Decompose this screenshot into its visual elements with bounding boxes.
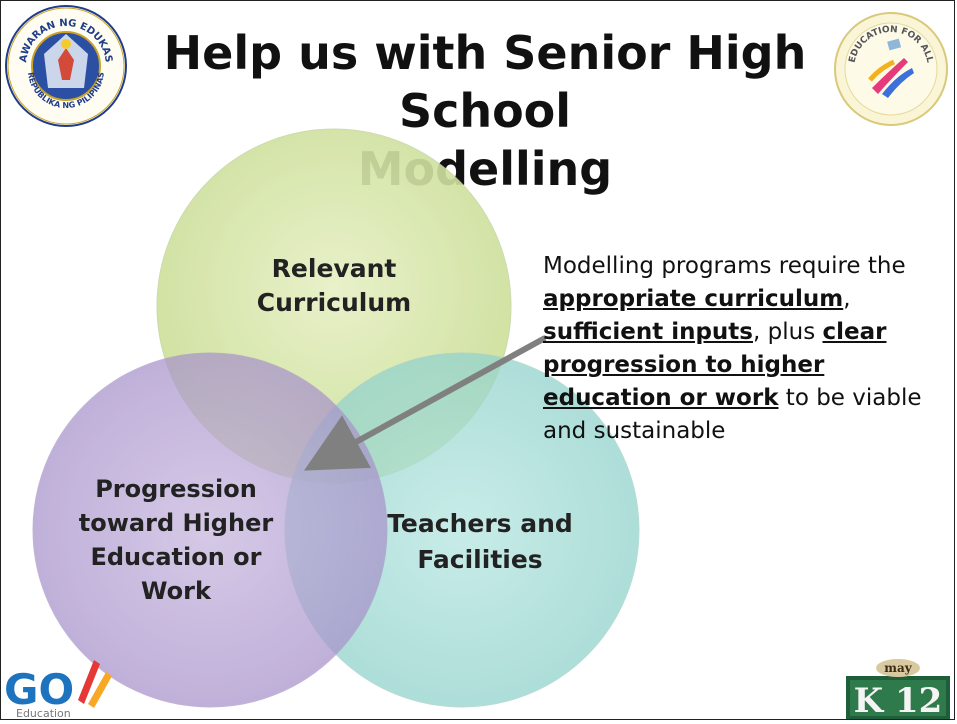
label-teachers-line-1: Teachers and [387, 509, 573, 538]
pointer-arrow [303, 335, 547, 471]
note-bold-clear-progression: clear progression to higher education or… [543, 319, 887, 411]
label-relevant-line-1: Relevant [271, 254, 397, 283]
label-progression-line-1: Progression [95, 475, 257, 503]
label-relevant-line-2: Curriculum [256, 288, 412, 317]
go-logo-subtext: Education [16, 707, 71, 720]
note-bold-appropriate-curriculum: appropriate curriculum [543, 286, 844, 312]
label-relevant-curriculum: Relevant Curriculum [219, 252, 449, 320]
k12-top-text: may [884, 661, 912, 675]
note-bold-sufficient-inputs: sufficient inputs [543, 319, 753, 345]
label-progression-line-4: Work [141, 577, 211, 605]
go-logo-text: GO [4, 665, 74, 714]
modelling-note: Modelling programs require the appropria… [543, 250, 938, 448]
k12-text: K 12 [854, 681, 943, 720]
note-text-3: , plus [753, 319, 823, 345]
deped-seal-logo: KAGAWARAN NG EDUKASYON REPUBLIKA NG PILI… [0, 0, 128, 128]
label-progression: Progression toward Higher Education or W… [56, 472, 296, 608]
label-teachers-line-2: Facilities [417, 545, 543, 574]
label-progression-line-2: toward Higher [78, 509, 274, 537]
note-text-1: Modelling programs require the [543, 253, 906, 279]
label-progression-line-3: Education or [90, 543, 262, 571]
note-text-4: to be viable and sustainable [543, 385, 922, 444]
note-text-2: , [843, 286, 851, 312]
label-teachers-facilities: Teachers and Facilities [365, 506, 595, 578]
go-education-logo: GO Education [2, 654, 122, 720]
k12-logo: may K 12 [842, 656, 954, 721]
title-line-1: Help us with Senior High School [163, 26, 807, 138]
circle-progression [32, 352, 388, 708]
education-for-all-logo: EDUCATION FOR ALL [832, 10, 950, 128]
